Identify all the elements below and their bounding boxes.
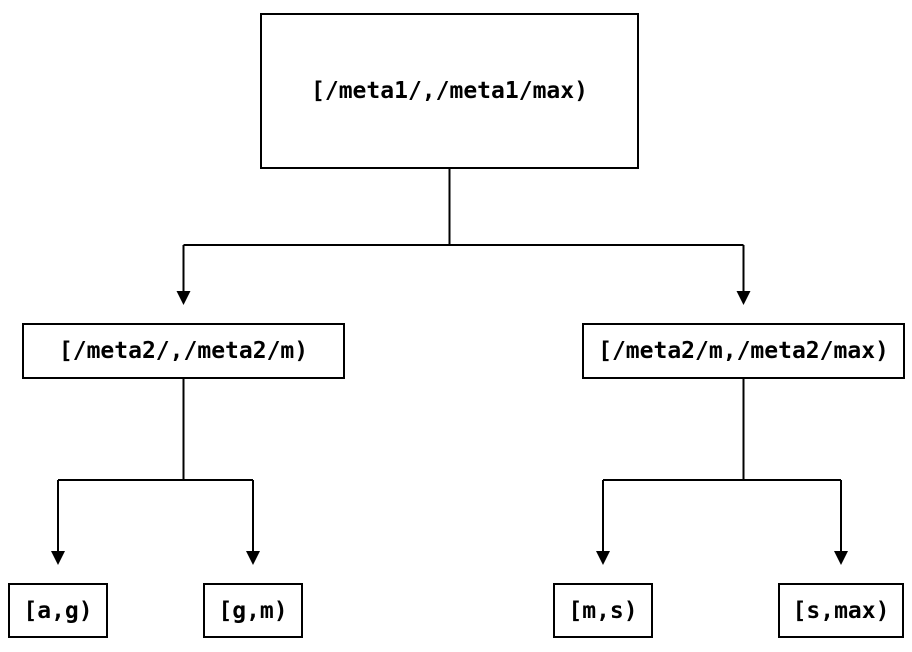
- edge-root-to-children: [182, 169, 745, 291]
- arrowhead-down-icon: [246, 551, 260, 565]
- leaf-node-g-m: [g,m): [203, 583, 303, 638]
- node-right-interval: [/meta2/m,/meta2/max): [582, 323, 905, 379]
- edge-left-to-leaves: [57, 379, 254, 551]
- arrowhead-down-icon: [834, 551, 848, 565]
- leaf-node-m-s: [m,s): [553, 583, 653, 638]
- arrowhead-down-icon: [176, 291, 191, 305]
- leaf-node-a-g: [a,g): [8, 583, 108, 638]
- arrowhead-down-icon: [596, 551, 610, 565]
- node-root-interval: [/meta1/,/meta1/max): [260, 13, 639, 169]
- node-left-interval: [/meta2/,/meta2/m): [22, 323, 345, 379]
- edge-right-to-leaves: [602, 379, 842, 551]
- leaf-node-s-max: [s,max): [778, 583, 904, 638]
- arrowhead-down-icon: [736, 291, 751, 305]
- arrowhead-down-icon: [51, 551, 65, 565]
